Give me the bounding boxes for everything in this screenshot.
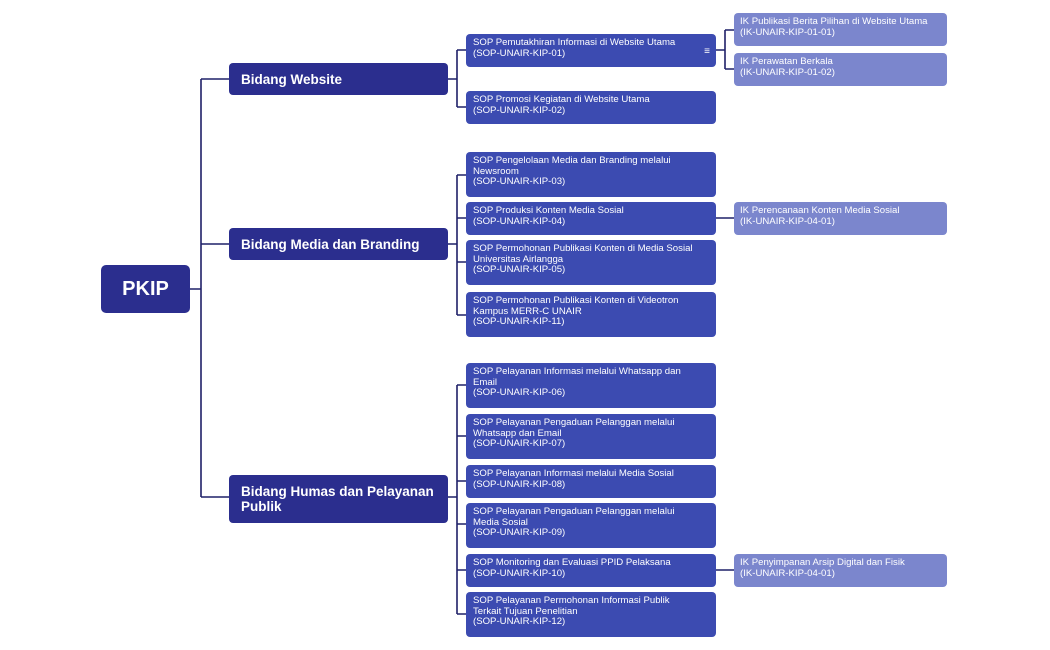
sop-title: SOP Permohonan Publikasi Konten di Video… [473, 295, 679, 306]
ik-title: IK Publikasi Berita Pilihan di Website U… [740, 16, 928, 27]
sop-code: (SOP-UNAIR-KIP-10) [473, 567, 566, 579]
sop-code: (SOP-UNAIR-KIP-07) [473, 438, 566, 450]
sop-box-kip-07: SOP Pelayanan Pengaduan Pelanggan melalu… [466, 414, 716, 459]
sop-title: SOP Pelayanan Pengaduan Pelanggan melalu… [473, 506, 675, 517]
sop-box-kip-01: SOP Pemutakhiran Informasi di Website Ut… [466, 34, 716, 67]
section-bidang-media-dan-branding: Bidang Media dan Branding [229, 228, 448, 260]
ik-code: (IK-UNAIR-KIP-04-01) [740, 567, 835, 579]
ik-title: IK Perawatan Berkala [740, 56, 833, 67]
sop-title: SOP Pelayanan Informasi melalui Media So… [473, 468, 674, 479]
sop-code: (SOP-UNAIR-KIP-06) [473, 387, 566, 399]
sop-code: (SOP-UNAIR-KIP-03) [473, 176, 566, 188]
section-title: Bidang Website [241, 71, 343, 87]
ik-title: IK Perencanaan Konten Media Sosial [740, 205, 900, 216]
sop-title: SOP Monitoring dan Evaluasi PPID Pelaksa… [473, 557, 671, 568]
sop-title: Whatsapp dan Email [473, 427, 562, 439]
sop-code: (SOP-UNAIR-KIP-11) [473, 316, 565, 328]
sop-title: Universitas Airlangga [473, 253, 564, 265]
sop-title: SOP Pemutakhiran Informasi di Website Ut… [473, 37, 676, 48]
sop-title: Newsroom [473, 165, 519, 177]
sop-code: (SOP-UNAIR-KIP-02) [473, 104, 566, 116]
sop-code: (SOP-UNAIR-KIP-09) [473, 527, 566, 539]
ik-box-kip-04-01-perencanaan: IK Perencanaan Konten Media Sosial (IK-U… [734, 202, 947, 235]
sop-box-kip-11: SOP Permohonan Publikasi Konten di Video… [466, 292, 716, 337]
sop-title: SOP Permohonan Publikasi Konten di Media… [473, 243, 693, 254]
root-node-pkip: PKIP [101, 265, 190, 313]
sop-title: SOP Pelayanan Permohonan Informasi Publi… [473, 595, 670, 606]
sop-title: Terkait Tujuan Penelitian [473, 605, 578, 617]
sop-box-kip-02: SOP Promosi Kegiatan di Website Utama (S… [466, 91, 716, 124]
section-bidang-humas-dan-pelayanan-publik: Bidang Humas dan Pelayanan Publik [229, 475, 448, 523]
sop-box-kip-04: SOP Produksi Konten Media Sosial (SOP-UN… [466, 202, 716, 235]
sop-title: SOP Pelayanan Informasi melalui Whatsapp… [473, 366, 681, 377]
ik-box-kip-01-01-publikasi: IK Publikasi Berita Pilihan di Website U… [734, 13, 947, 46]
sop-title: Kampus MERR-C UNAIR [473, 305, 582, 317]
sop-box-kip-03: SOP Pengelolaan Media dan Branding melal… [466, 152, 716, 197]
sop-box-kip-09: SOP Pelayanan Pengaduan Pelanggan melalu… [466, 503, 716, 548]
ik-title: IK Penyimpanan Arsip Digital dan Fisik [740, 557, 905, 568]
ik-box-kip-01-02-perawatan: IK Perawatan Berkala (IK-UNAIR-KIP-01-02… [734, 53, 947, 86]
sop-box-kip-08: SOP Pelayanan Informasi melalui Media So… [466, 465, 716, 498]
menu-lines-icon[interactable]: ≡ [704, 46, 710, 57]
section-title-line: Publik [241, 499, 282, 514]
section-title-line: Bidang Humas dan Pelayanan [241, 484, 434, 499]
sop-box-kip-06: SOP Pelayanan Informasi melalui Whatsapp… [466, 363, 716, 408]
section-title: Bidang Media dan Branding [241, 236, 420, 252]
sop-code: (SOP-UNAIR-KIP-08) [473, 478, 566, 490]
sop-code: (SOP-UNAIR-KIP-04) [473, 215, 566, 227]
ik-code: (IK-UNAIR-KIP-01-02) [740, 66, 835, 78]
sop-title: SOP Pengelolaan Media dan Branding melal… [473, 155, 671, 166]
ik-code: (IK-UNAIR-KIP-01-01) [740, 26, 835, 38]
section-title: Bidang Humas dan Pelayanan Publik [241, 484, 434, 514]
sop-title: Media Sosial [473, 516, 528, 528]
sop-box-kip-10: SOP Monitoring dan Evaluasi PPID Pelaksa… [466, 554, 716, 587]
sop-title: SOP Pelayanan Pengaduan Pelanggan melalu… [473, 417, 675, 428]
sop-title: SOP Produksi Konten Media Sosial [473, 205, 624, 216]
sop-box-kip-05: SOP Permohonan Publikasi Konten di Media… [466, 240, 716, 285]
section-bidang-website: Bidang Website [229, 63, 448, 95]
sop-code: (SOP-UNAIR-KIP-05) [473, 264, 566, 276]
sop-box-kip-12: SOP Pelayanan Permohonan Informasi Publi… [466, 592, 716, 637]
sop-title: Email [473, 376, 497, 388]
ik-box-kip-04-01-penyimpanan: IK Penyimpanan Arsip Digital dan Fisik (… [734, 554, 947, 587]
sop-code: (SOP-UNAIR-KIP-12) [473, 616, 566, 628]
sop-code: (SOP-UNAIR-KIP-01) [473, 47, 566, 59]
ik-code: (IK-UNAIR-KIP-04-01) [740, 215, 835, 227]
sop-title: SOP Promosi Kegiatan di Website Utama [473, 94, 650, 105]
